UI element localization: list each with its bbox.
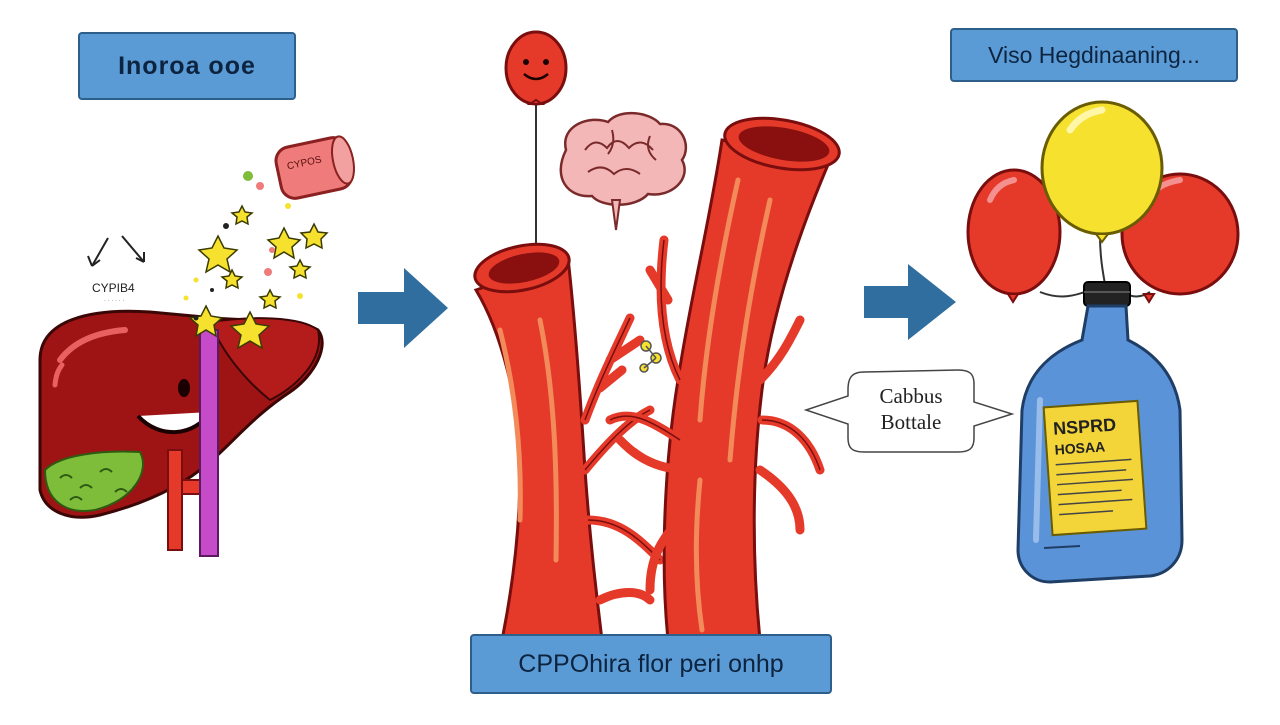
bottle-label-subtitle: HOSAA xyxy=(1054,438,1106,457)
title-label-left: Inoroa ooe xyxy=(78,32,296,100)
molecule-icon xyxy=(639,340,662,373)
balloon-icon xyxy=(966,168,1062,304)
arrow-right-icon xyxy=(864,264,956,340)
pill-icon: CYPOS xyxy=(274,135,355,200)
star-icon xyxy=(288,258,312,280)
star-icon xyxy=(299,222,329,250)
balloon-icon xyxy=(504,30,568,262)
enzyme-sublabel-icon: · · · · · · xyxy=(104,298,124,304)
balloon-icon xyxy=(1040,100,1164,244)
blood-vessel-icon xyxy=(473,242,665,642)
star-icon xyxy=(266,226,302,260)
star-icon xyxy=(229,310,271,350)
star-icon xyxy=(220,268,244,290)
bottle-label-lines xyxy=(1055,458,1133,516)
blood-vessel-icon xyxy=(605,116,841,642)
arrow-right-icon xyxy=(358,268,448,348)
star-icon xyxy=(230,204,254,226)
particle-icon-cluster xyxy=(183,171,303,321)
callout-text: Cabbus Bottale xyxy=(848,368,974,450)
title-label-right: Viso Hegdinaaning... xyxy=(950,28,1238,82)
enzyme-label: CYPIB4 xyxy=(92,281,135,295)
callout-line-1: Cabbus xyxy=(879,384,943,408)
brain-icon xyxy=(559,111,688,231)
star-icon xyxy=(258,288,282,310)
callout-line-2: Bottale xyxy=(880,410,942,434)
star-icon-cluster xyxy=(188,204,329,350)
bottle-label-title: NSPRD xyxy=(1052,414,1116,438)
bottle-icon: NSPRD HOSAA xyxy=(1016,281,1184,584)
caption-label-bottom: CPPOhira flor peri onhp xyxy=(470,634,832,694)
curved-arrows-icon xyxy=(87,235,145,267)
star-icon xyxy=(197,234,239,274)
callout-bubble-icon xyxy=(803,369,1015,453)
liver-icon xyxy=(38,309,324,557)
